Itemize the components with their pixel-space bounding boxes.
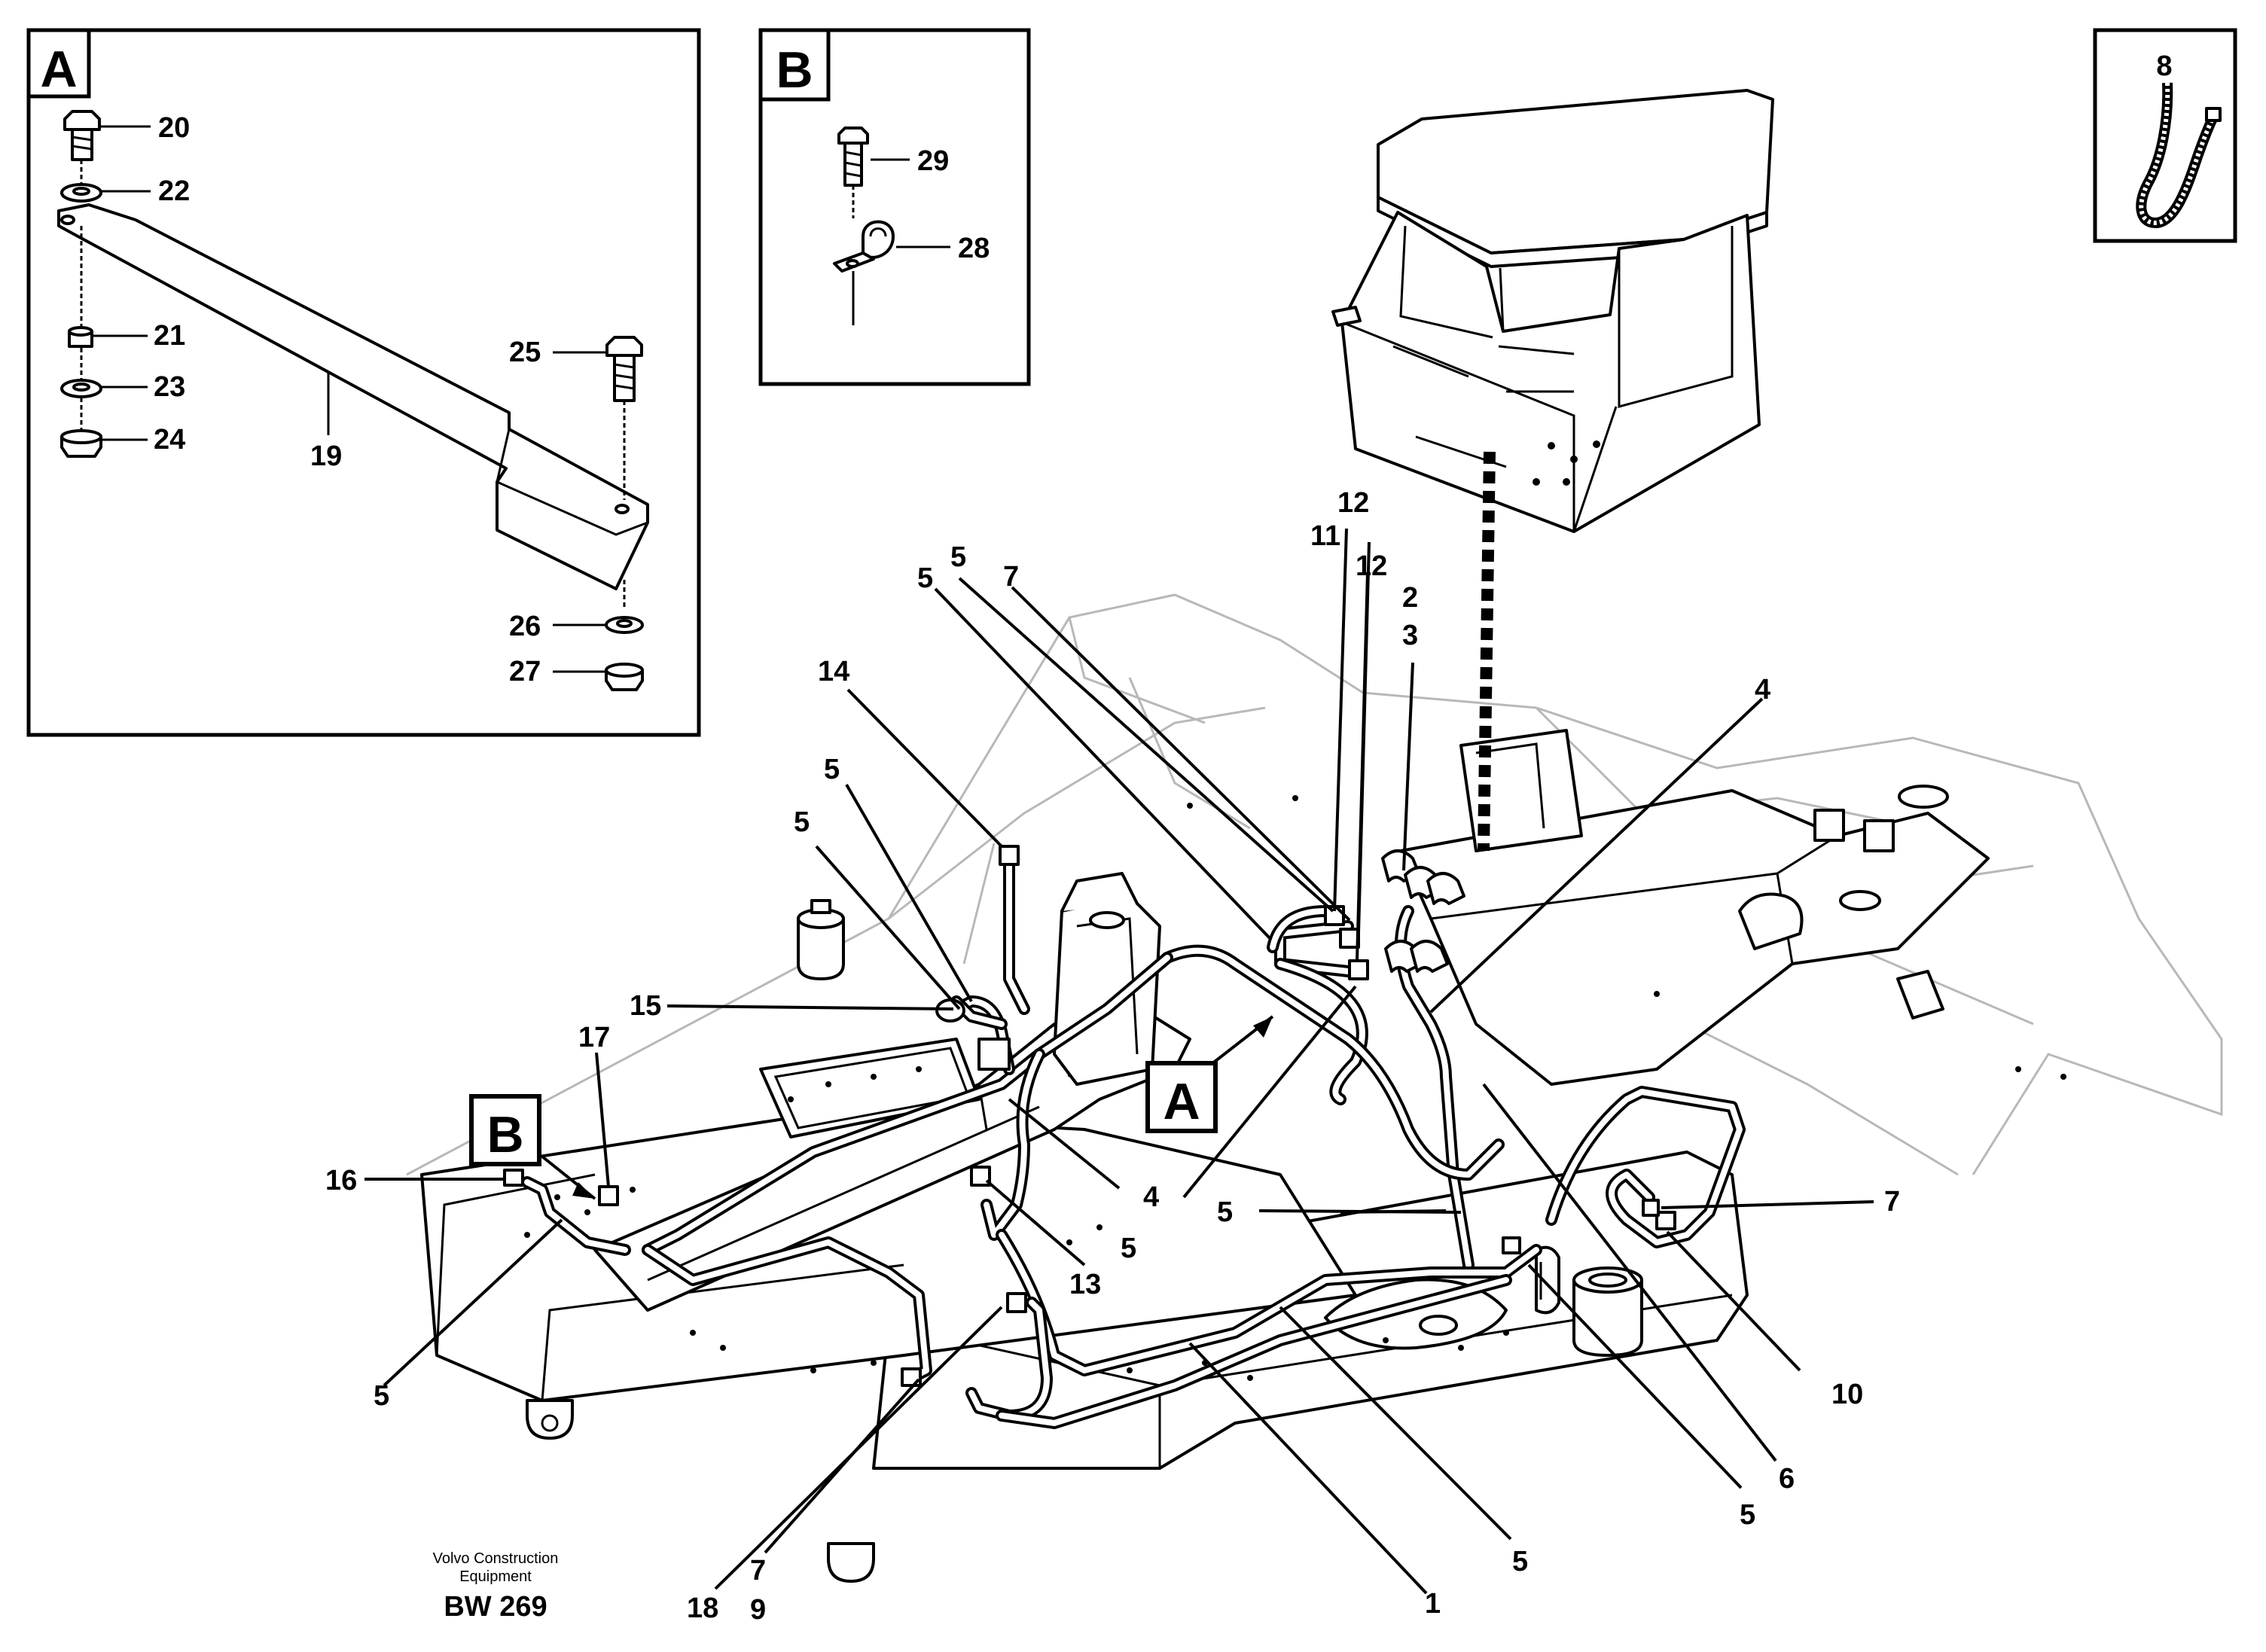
inset-b: B 29 28 [758,28,1031,386]
filter-canister-icon [1572,1266,1643,1357]
label-5-center: 5 [1217,1196,1233,1228]
cab-drop-line [1478,451,1496,852]
label-5-top-b: 5 [917,562,933,594]
label-10: 10 [1831,1379,1863,1410]
label-24: 24 [154,424,185,456]
footer-drawing-code: BW 269 [444,1591,547,1623]
inset-a-letter: A [40,41,77,98]
label-4-right: 4 [1755,674,1770,706]
label-5-bottom-left: 5 [374,1380,389,1412]
connector-icon [1006,1292,1027,1313]
label-27: 27 [509,656,541,687]
label-22: 22 [158,175,190,207]
label-7-bottom: 7 [750,1555,766,1586]
label-5-top-a: 5 [950,541,966,573]
label-13: 13 [1069,1269,1101,1300]
label-5-left-a: 5 [824,754,840,785]
connector-icon [977,1038,1011,1071]
footer-company-line-2: Equipment [459,1568,532,1585]
leader-lines [364,528,1874,1595]
bracket-icon [57,203,649,590]
wiring-harnesses [521,860,1746,1429]
inset-b-letter: B [776,41,813,99]
label-25: 25 [509,337,541,368]
label-8: 8 [2156,50,2172,82]
inset-a: A [26,28,701,737]
connector-icon [1339,928,1360,949]
label-1: 1 [1425,1588,1441,1620]
grommet-icon [935,998,965,1023]
label-7-top: 7 [1003,561,1019,593]
label-21: 21 [154,320,185,352]
label-12-upper: 12 [1337,487,1369,519]
connector-icon [1642,1199,1660,1217]
label-17: 17 [578,1022,610,1053]
label-2: 2 [1402,582,1418,614]
connectors [503,845,1676,1387]
callout-b-letter: B [486,1106,523,1163]
elbow-fitting-icon [1381,849,1465,973]
label-5-bottom-right: 5 [1740,1499,1755,1531]
label-19: 19 [310,440,342,472]
label-14: 14 [818,656,849,687]
washer-icon [605,616,644,634]
cable-tie-icon [2136,82,2222,229]
label-28: 28 [958,233,990,264]
filter-canister-icon [797,899,845,980]
connector-icon [503,1169,524,1187]
washer-icon [60,183,102,203]
callout-a-letter: A [1163,1073,1200,1130]
label-23: 23 [154,371,185,403]
label-29: 29 [917,145,949,177]
inset-b-letter-box [758,28,831,102]
connector-icon [1502,1236,1521,1254]
label-18: 18 [687,1593,718,1624]
machine-frame-drawing [406,593,2223,1583]
connector-icon [999,845,1020,866]
nut-icon [60,429,102,458]
label-5-mid: 5 [1121,1233,1136,1264]
spacer-icon [68,326,93,348]
connector-icon [598,1185,619,1206]
inset-a-letter-box [26,28,91,99]
footer-company-line-1: Volvo Construction [433,1550,559,1567]
label-20: 20 [158,112,190,144]
label-4-center: 4 [1143,1181,1159,1213]
bolt-icon [63,110,101,161]
callout-a: A [1145,1015,1274,1133]
label-15: 15 [630,990,661,1022]
footer: Volvo Construction Equipment BW 269 [433,1550,559,1623]
label-12-lower: 12 [1356,550,1387,582]
label-26: 26 [509,611,541,642]
washer-icon [60,379,102,398]
label-11: 11 [1310,520,1340,552]
connector-icon [1655,1211,1676,1230]
label-3: 3 [1402,620,1418,651]
label-7-right: 7 [1884,1186,1900,1218]
label-16: 16 [325,1165,357,1196]
nut-icon [605,663,644,691]
label-9: 9 [750,1594,766,1626]
cab-drawing [1331,89,1774,533]
inset-cable-tie: 8 [2093,28,2237,243]
callout-b: B [469,1094,596,1200]
connector-icon [1348,959,1369,980]
p-clamp-icon [833,220,895,273]
label-5-bottom-center: 5 [1512,1546,1528,1577]
label-6: 6 [1779,1463,1795,1495]
main-labels: 12 11 12 2 3 5 7 5 4 14 5 5 15 17 16 4 5… [325,487,1900,1626]
label-5-left-b: 5 [794,806,810,838]
